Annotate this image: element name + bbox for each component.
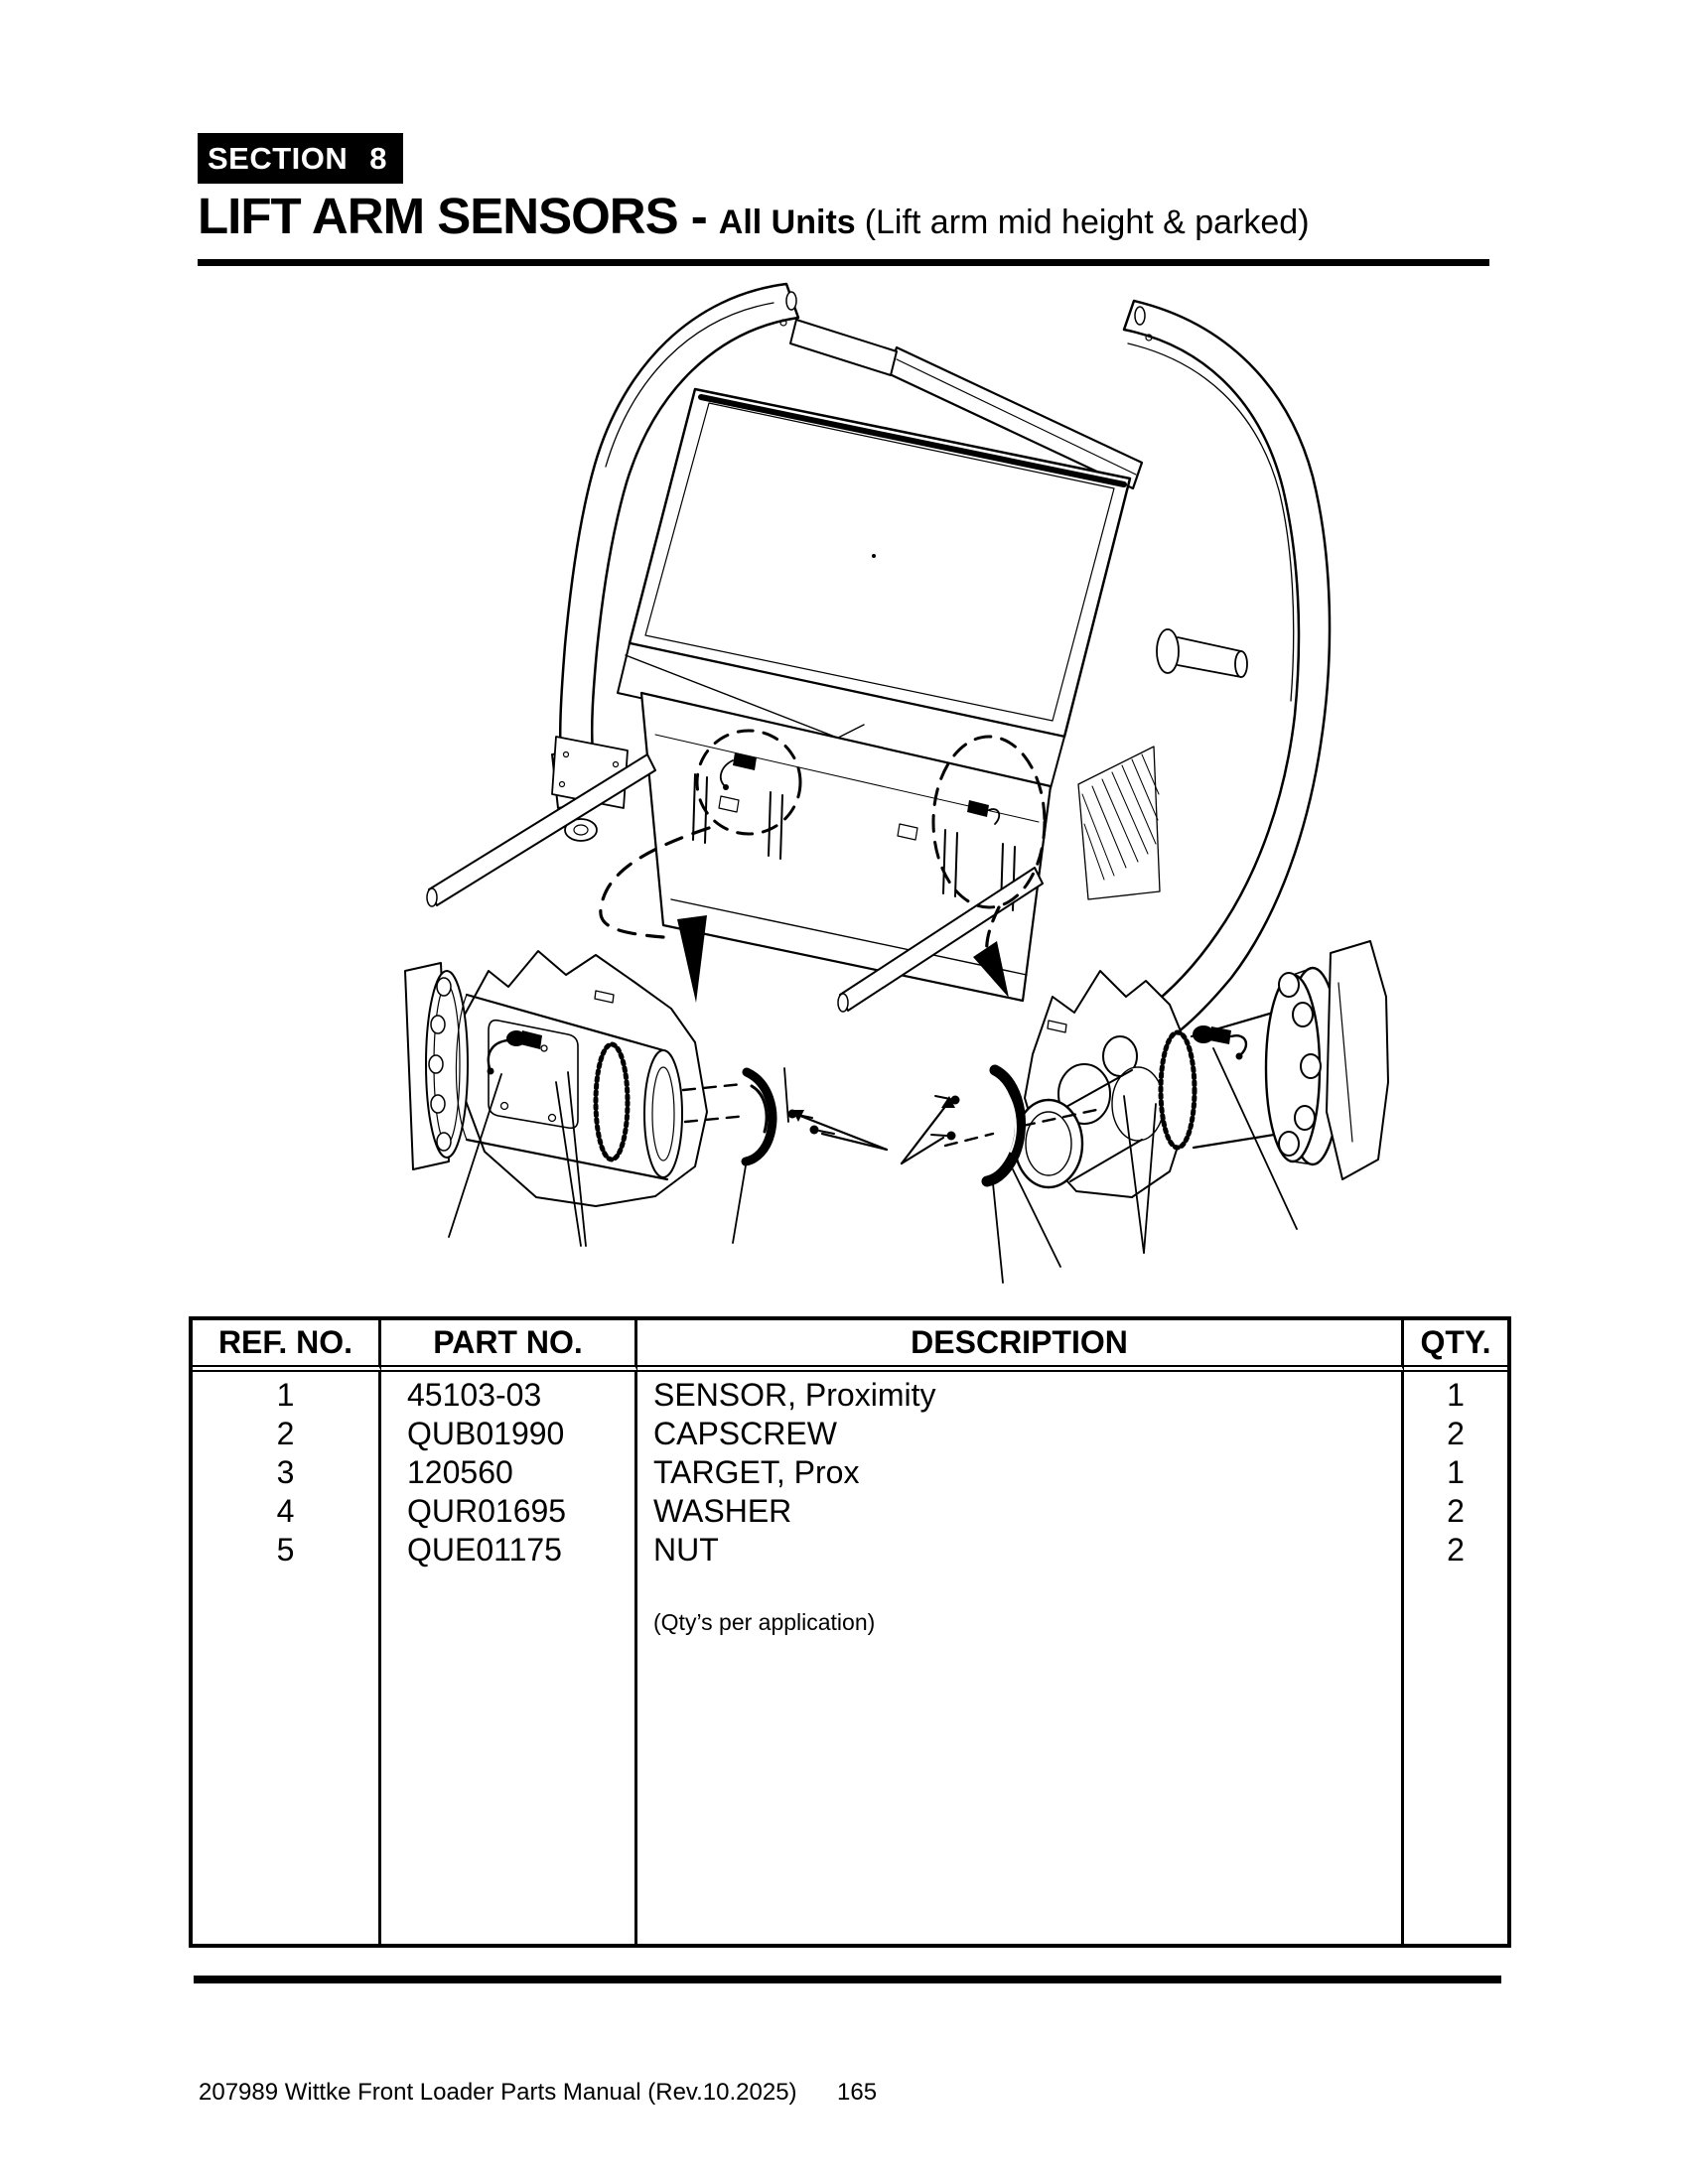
- qty-cell: 2: [1447, 1532, 1465, 1568]
- table-header-description: DESCRIPTION: [637, 1320, 1404, 1372]
- right-sensor-detail-view: [900, 940, 1389, 1284]
- part-no-cell: QUB01990: [407, 1416, 565, 1451]
- page-subtitle: All Units: [718, 204, 856, 241]
- ref-no-cell: 5: [276, 1532, 295, 1568]
- description-cell: SENSOR, Proximity: [653, 1377, 936, 1413]
- ref-no-cell: 1: [276, 1377, 295, 1413]
- table-column-ref-no: 1 2 3 4 5: [193, 1372, 381, 1944]
- qty-per-application-note: (Qty’s per application): [653, 1609, 876, 1635]
- footer-manual-title: 207989 Wittke Front Loader Parts Manual …: [199, 2079, 797, 2106]
- page-title: LIFT ARM SENSORS -: [198, 188, 708, 244]
- ref-no-cell: 4: [276, 1493, 295, 1529]
- part-no-cell: 120560: [407, 1454, 513, 1490]
- description-cell: NUT: [653, 1532, 719, 1568]
- table-column-qty: 1 2 1 2 2: [1404, 1372, 1507, 1944]
- down-arrow-left: [677, 915, 707, 1003]
- ref-no-cell: 2: [276, 1416, 295, 1451]
- table-column-description: SENSOR, Proximity CAPSCREW TARGET, Prox …: [637, 1372, 1404, 1944]
- description-cell: TARGET, Prox: [653, 1454, 860, 1490]
- page-title-row: LIFT ARM SENSORS - All Units (Lift arm m…: [198, 187, 1310, 245]
- part-no-cell: 45103-03: [407, 1377, 542, 1413]
- qty-cell: 2: [1447, 1493, 1465, 1529]
- description-cell: WASHER: [653, 1493, 792, 1529]
- section-number: 8: [369, 140, 387, 176]
- down-arrow-right: [973, 941, 1009, 998]
- qty-cell: 2: [1447, 1416, 1465, 1451]
- footer-divider-rule: [194, 1976, 1501, 1983]
- ref-no-cell: 3: [276, 1454, 295, 1490]
- title-divider-rule: [198, 259, 1489, 266]
- table-header-ref-no: REF. NO.: [193, 1320, 381, 1372]
- description-cell: CAPSCREW: [653, 1416, 837, 1451]
- table-column-part-no: 45103-03 QUB01990 120560 QUR01695 QUE011…: [381, 1372, 637, 1944]
- qty-cell: 1: [1447, 1377, 1465, 1413]
- detail-leader-arrows: [599, 729, 1047, 1003]
- left-sensor-detail-view: [404, 950, 889, 1247]
- section-label: SECTION: [208, 140, 349, 176]
- qty-cell: 1: [1447, 1454, 1465, 1490]
- part-no-cell: QUE01175: [407, 1532, 562, 1568]
- part-no-cell: QUR01695: [407, 1493, 567, 1529]
- main-machine-view: [426, 282, 1332, 1046]
- parts-table: REF. NO. PART NO. DESCRIPTION QTY. 1 2 3…: [189, 1316, 1511, 1948]
- section-badge: SECTION 8: [198, 133, 403, 184]
- table-header-qty: QTY.: [1404, 1320, 1507, 1372]
- footer-page-number: 165: [837, 2079, 878, 2106]
- table-header-part-no: PART NO.: [381, 1320, 637, 1372]
- page-subtitle-note: (Lift arm mid height & parked): [864, 204, 1310, 241]
